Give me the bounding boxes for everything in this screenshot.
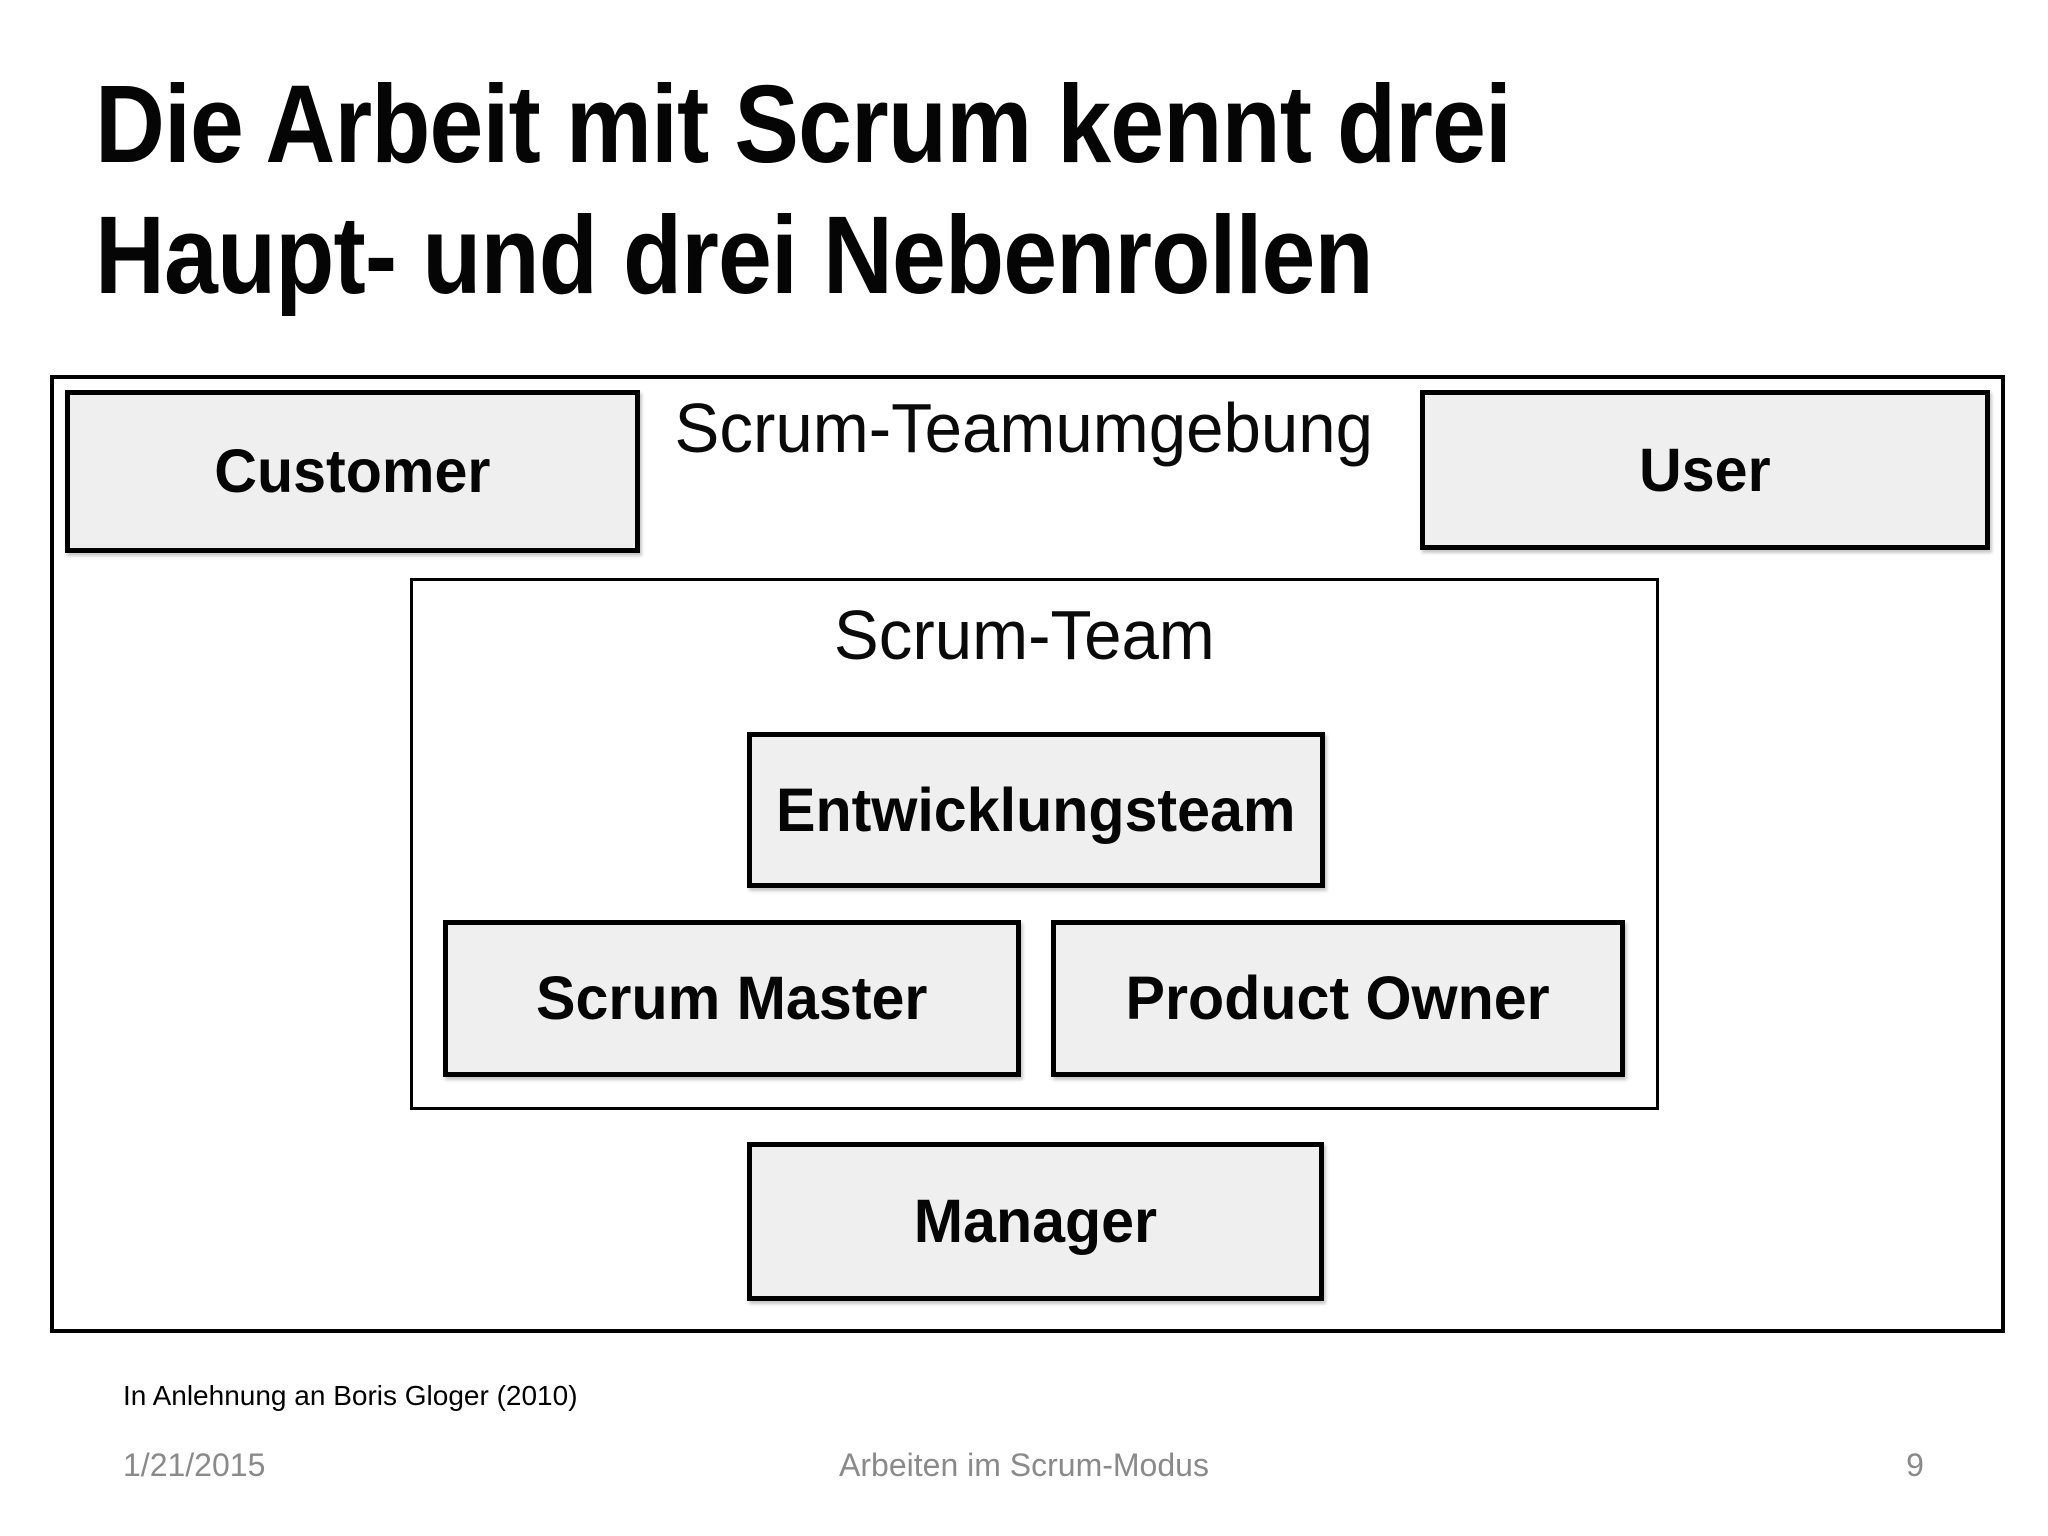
development-team-label: Entwicklungsteam	[776, 775, 1296, 844]
manager-box: Manager	[747, 1142, 1324, 1301]
slide-title-line2: Haupt- und drei Nebenrollen	[95, 201, 1547, 311]
customer-box: Customer	[65, 390, 640, 553]
footer-title: Arbeiten im Scrum-Modus	[839, 1447, 1209, 1483]
slide-title-line1: Die Arbeit mit Scrum kennt drei	[95, 70, 1704, 180]
product-owner-box: Product Owner	[1051, 920, 1625, 1077]
slide-title-line2-text: Haupt- und drei Nebenrollen	[95, 194, 1374, 317]
slide-title-line1-text: Die Arbeit mit Scrum kennt drei	[95, 63, 1512, 186]
scrum-team-label: Scrum-Team	[0, 600, 2048, 670]
scrum-master-label: Scrum Master	[536, 964, 928, 1032]
user-label: User	[1639, 435, 1771, 504]
footer-date: 1/21/2015	[123, 1447, 266, 1483]
scrum-master-box: Scrum Master	[443, 920, 1021, 1077]
scrum-team-label-text: Scrum-Team	[833, 596, 1215, 674]
manager-label: Manager	[913, 1187, 1158, 1255]
development-team-box: Entwicklungsteam	[747, 732, 1325, 888]
user-box: User	[1420, 390, 1990, 550]
product-owner-label: Product Owner	[1125, 964, 1551, 1032]
footer-page-number: 9	[1906, 1447, 1924, 1483]
attribution-text: In Anlehnung an Boris Gloger (2010)	[123, 1380, 578, 1411]
customer-label: Customer	[214, 437, 491, 505]
